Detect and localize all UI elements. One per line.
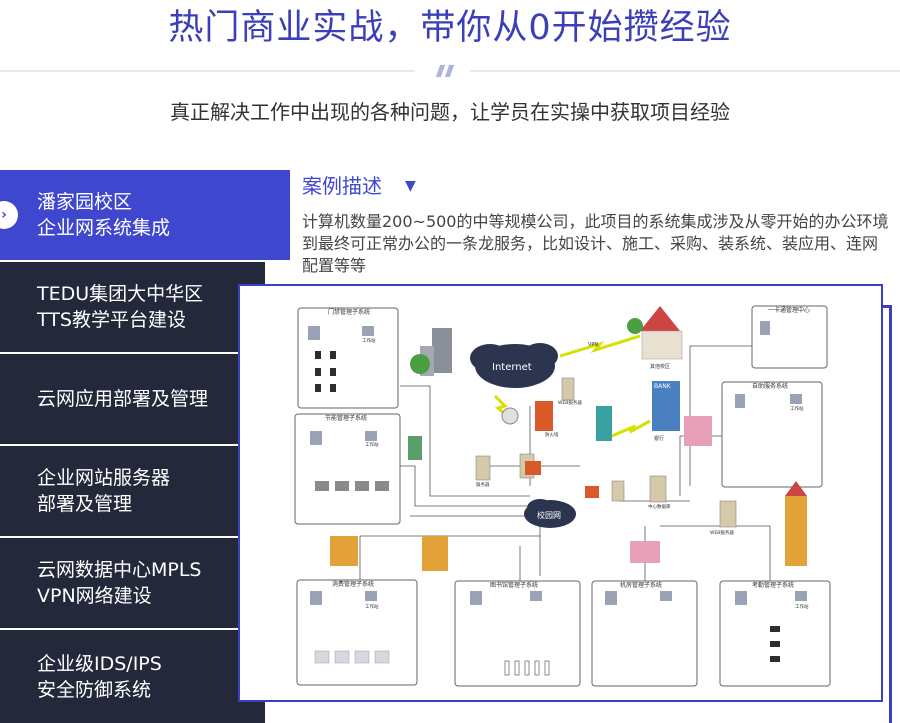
subsystem-title: 自助服务系统 — [752, 382, 788, 390]
subsystem-title: 节能管理子系统 — [325, 414, 367, 422]
svg-text:工作站: 工作站 — [795, 603, 809, 610]
internet-cloud-icon: Internet — [470, 343, 558, 388]
svg-text:其他校区: 其他校区 — [650, 363, 670, 370]
router-icon — [501, 407, 519, 425]
case-description: 计算机数量200~500的中等规模公司，此项目的系统集成涉及从零开始的办公环境 … — [302, 212, 889, 275]
server-icon — [475, 377, 737, 528]
sidebar-item-label: 潘家园校区 — [37, 191, 133, 213]
quote-mark-icon — [432, 63, 462, 79]
bank-building-icon — [684, 416, 712, 446]
sidebar-item-web-server[interactable]: 企业网站服务器 部署及管理 — [0, 446, 265, 536]
sidebar-item-tedu[interactable]: TEDU集团大中华区 TTS教学平台建设 — [0, 262, 265, 352]
subsystem-box-lab — [591, 580, 698, 687]
subsystem-title: 门禁管理子系统 — [328, 308, 370, 316]
sidebar-item-label: 云网数据中心MPLS — [37, 559, 202, 581]
atm-icon — [408, 436, 422, 460]
tower-building-icon — [785, 481, 807, 566]
svg-text:校园网: 校园网 — [537, 510, 561, 520]
firewall-icon — [525, 401, 599, 498]
workstation-icon — [308, 321, 807, 605]
subsystem-box-access — [297, 307, 399, 409]
sidebar-item-label: VPN网络建设 — [37, 585, 152, 607]
svg-text:服务器: 服务器 — [476, 481, 490, 488]
subsystem-title: 消费管理子系统 — [332, 580, 374, 588]
sidebar-item-label: 企业网系统集成 — [37, 217, 171, 239]
subsystem-title: 机房管理子系统 — [620, 581, 662, 589]
divider-right — [470, 70, 900, 72]
chevron-right-icon: › — [0, 201, 18, 229]
sidebar-item-ids-ips[interactable]: 企业级IDS/IPS 安全防御系统 — [0, 630, 265, 723]
network-topology-image: 门禁管理子系统 节能管理子系统 一卡通管理中心 自助服务系统 消费管理子系统 图… — [294, 305, 831, 687]
subsystem-box-consume — [296, 579, 418, 686]
sidebar-item-panjiayuan[interactable]: › 潘家园校区 企业网系统集成 — [0, 170, 290, 260]
subsystem-box-attendance — [719, 580, 831, 687]
bank-building-icon: BANK 银行 — [652, 381, 680, 442]
divider-left — [0, 70, 415, 72]
pos-terminal-icon — [314, 650, 390, 664]
page-subtitle: 真正解决工作中出现的各种问题，让学员在实操中获取项目经验 — [170, 100, 730, 124]
subsystem-box-card-center — [751, 305, 828, 369]
svg-text:工作站: 工作站 — [365, 441, 379, 448]
page-title: 热门商业实战，带你从0开始攒经验 — [168, 8, 732, 48]
subsystem-box-library — [454, 580, 581, 687]
sidebar-item-label: 安全防御系统 — [37, 678, 152, 701]
svg-text:中心数据库: 中心数据库 — [648, 503, 671, 510]
sidebar-item-cloud-app[interactable]: 云网应用部署及管理 — [0, 354, 265, 444]
subsystem-box-energy — [294, 413, 401, 525]
gate-icon — [504, 660, 550, 676]
svg-text:Internet: Internet — [492, 362, 532, 373]
atm-icon — [596, 406, 612, 441]
case-sidebar: › 潘家园校区 企业网系统集成 TEDU集团大中华区 TTS教学平台建设 云网应… — [0, 170, 290, 723]
svg-text:工作站: 工作站 — [790, 405, 804, 412]
svg-text:BANK: BANK — [654, 383, 672, 390]
card-reader-icon — [315, 351, 780, 662]
building-icon — [410, 328, 452, 376]
svg-text:银行: 银行 — [654, 435, 664, 442]
svg-text:防火墙: 防火墙 — [545, 431, 559, 438]
caret-down-icon[interactable]: ▼ — [405, 178, 416, 194]
subsystem-title: 图书馆管理子系统 — [490, 581, 538, 589]
subsystem-box-self-service — [721, 381, 823, 488]
svg-text:VPN: VPN — [588, 342, 598, 348]
svg-text:WEB服务器: WEB服务器 — [558, 399, 582, 406]
subsystem-title: 考勤管理子系统 — [752, 581, 794, 589]
building-icon — [330, 536, 660, 571]
energy-meter-icon — [315, 481, 389, 491]
sidebar-item-label: 云网应用部署及管理 — [37, 388, 209, 410]
svg-text:工作站: 工作站 — [365, 603, 379, 610]
sidebar-item-mpls[interactable]: 云网数据中心MPLS VPN网络建设 — [0, 538, 265, 628]
sidebar-item-label: 企业级IDS/IPS — [37, 652, 162, 675]
svg-text:工作站: 工作站 — [362, 337, 376, 344]
sidebar-item-label: 部署及管理 — [37, 493, 133, 515]
sidebar-item-label: TEDU集团大中华区 — [37, 283, 204, 305]
sidebar-item-label: 企业网站服务器 — [37, 467, 171, 489]
lightning-icon — [611, 419, 651, 438]
subsystem-title: 一卡通管理中心 — [768, 306, 810, 314]
network-diagram: 门禁管理子系统 节能管理子系统 一卡通管理中心 自助服务系统 消费管理子系统 图… — [238, 284, 883, 702]
lightning-icon — [559, 334, 641, 358]
svg-text:WEB服务器: WEB服务器 — [710, 529, 734, 536]
case-heading[interactable]: 案例描述 — [302, 174, 382, 198]
other-campus-building-icon: 其他校区 — [627, 306, 683, 370]
campus-cloud-icon: 校园网 — [524, 499, 576, 528]
sidebar-item-label: TTS教学平台建设 — [37, 309, 186, 331]
